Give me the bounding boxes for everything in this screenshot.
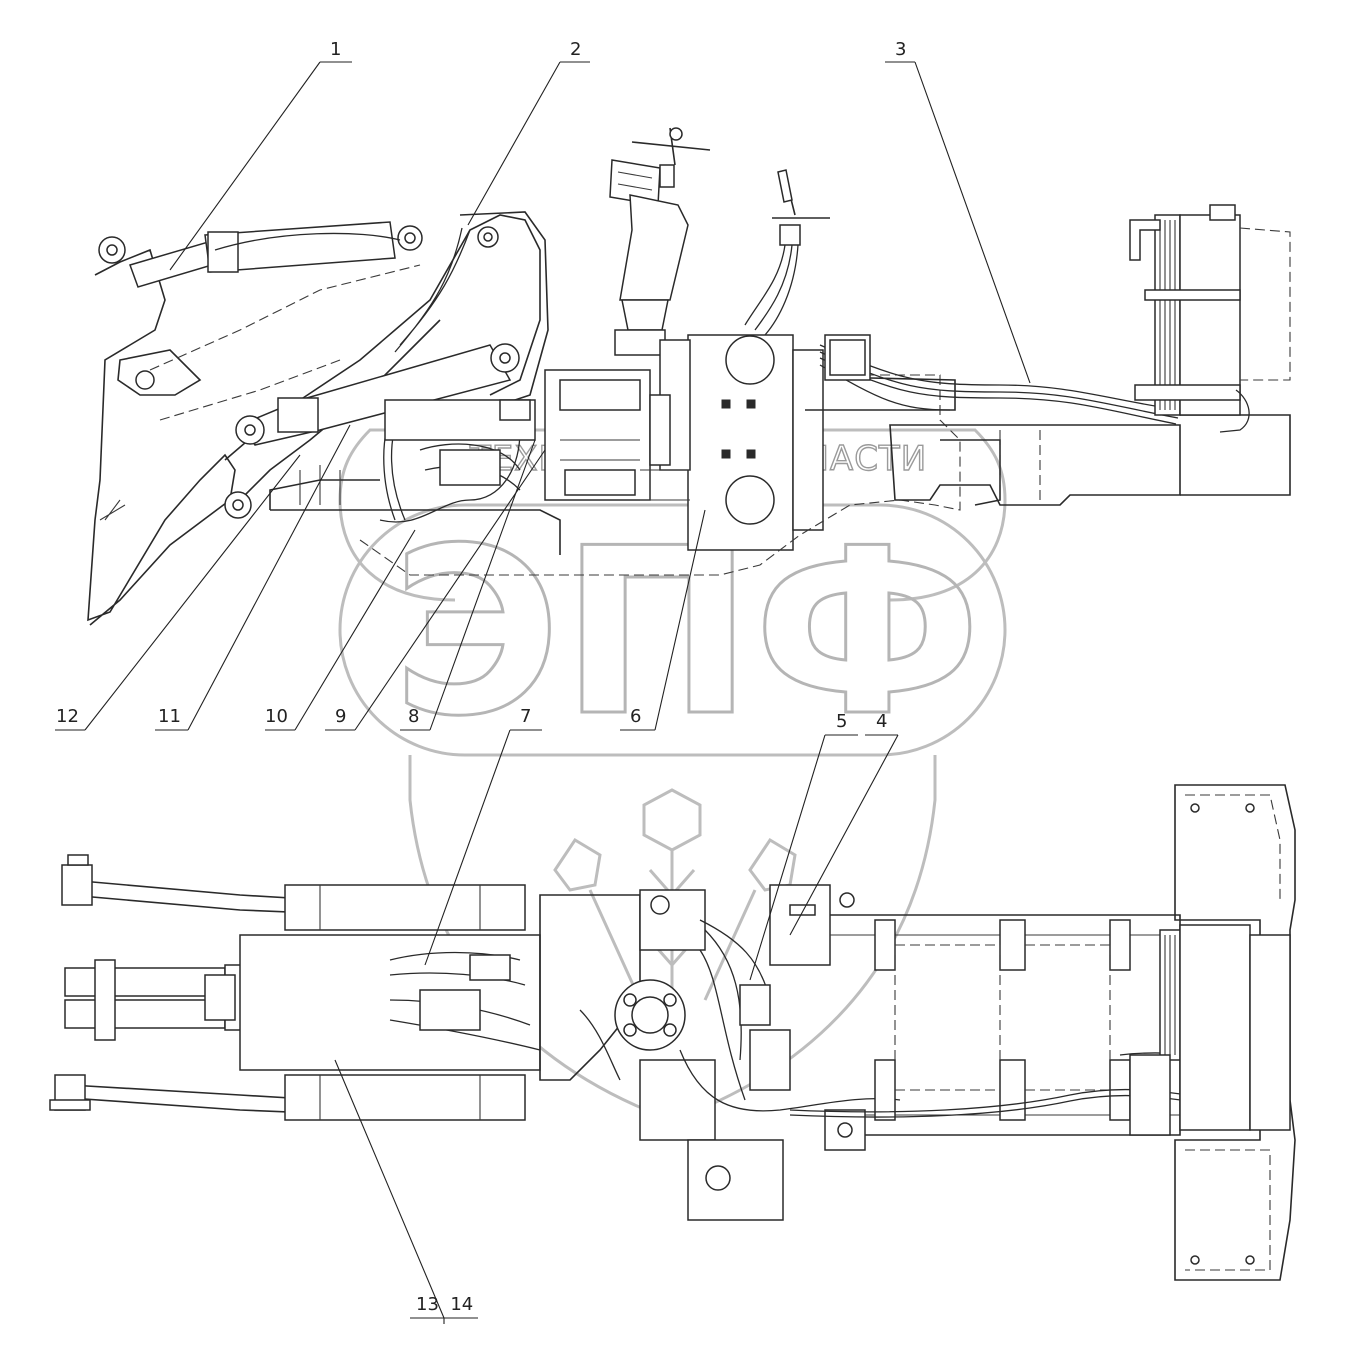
hydraulic-line-rear	[819, 344, 1181, 425]
callout-4: 4	[876, 711, 887, 732]
lift-cylinder-lower	[284, 1074, 526, 1121]
main-valve-body	[640, 334, 824, 551]
cooler-radiator	[1129, 204, 1291, 433]
watermark-brand: ЭПФ	[392, 500, 981, 767]
pump-unit	[687, 1139, 784, 1221]
callout-5: 5	[836, 711, 847, 732]
callout-9: 9	[335, 706, 346, 727]
tilt-cylinder	[129, 221, 423, 288]
callout-leaders	[55, 61, 1031, 1324]
top-view	[49, 784, 1296, 1281]
callout-labels: 1 2 3 4 5 6 7 8 9 10 11 12 13 14	[56, 39, 906, 1315]
callout-1: 1	[330, 39, 341, 60]
rear-chassis	[824, 914, 1181, 1151]
callout-12: 12	[56, 706, 79, 727]
callout-3: 3	[895, 39, 906, 60]
steering-column	[609, 127, 711, 356]
callout-6: 6	[630, 706, 641, 727]
lift-cylinder-upper	[284, 884, 526, 931]
callout-7: 7	[520, 706, 531, 727]
callout-11: 11	[158, 706, 181, 727]
callout-13-14: 13 14	[416, 1294, 473, 1315]
callout-8: 8	[408, 706, 419, 727]
callout-10: 10	[265, 706, 288, 727]
callout-2: 2	[570, 39, 581, 60]
lift-arm-lower	[69, 1084, 291, 1113]
bucket	[87, 248, 236, 626]
lift-arm-upper	[69, 879, 291, 913]
lift-cylinder	[235, 343, 520, 446]
joystick	[744, 169, 830, 336]
side-view	[87, 127, 1291, 626]
